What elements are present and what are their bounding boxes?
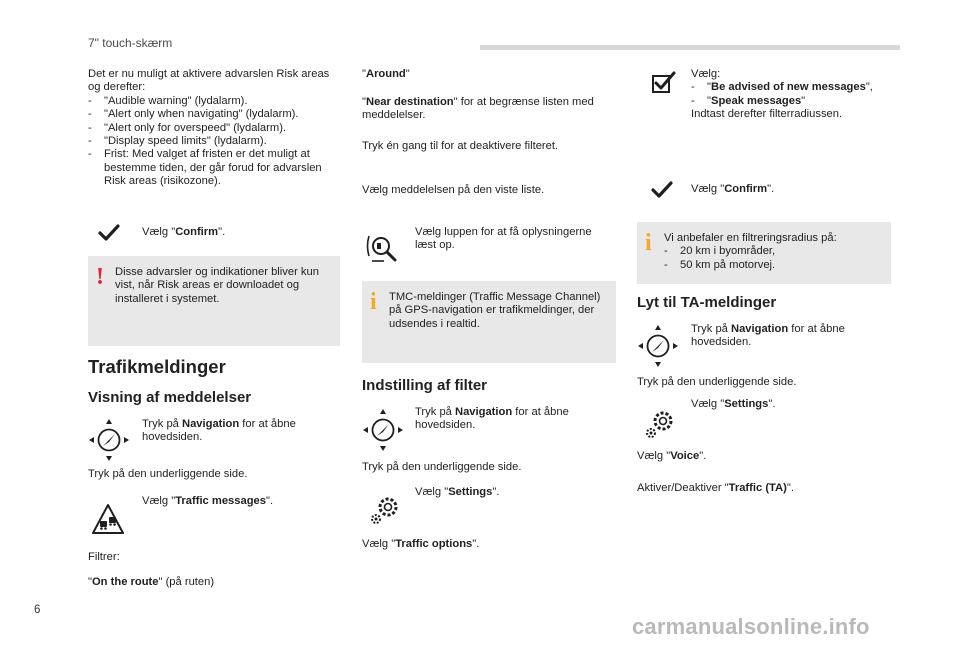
section-title-traffic: Trafikmeldinger xyxy=(88,356,226,377)
info-text: Vi anbefaler en filtreringsradius på: xyxy=(664,232,837,244)
info-text: TMC-meldinger (Traffic Message Channel) … xyxy=(389,291,601,330)
traffic-warning-icon xyxy=(90,502,126,536)
check-icon xyxy=(98,224,120,242)
settings-instruction: Vælg "Settings". xyxy=(415,486,500,498)
choose-options: Vælg: "Be advised of new messages", "Spe… xyxy=(691,68,891,122)
on-the-route-option: "On the route" (på ruten) xyxy=(88,576,215,588)
list-item: 50 km på motorvej. xyxy=(664,259,883,273)
warning-text: Disse advarsler og indikationer bliver k… xyxy=(115,266,319,305)
traffic-options-instruction: Vælg "Traffic options". xyxy=(362,538,480,550)
select-message-text: Vælg meddelelsen på den viste liste. xyxy=(362,184,545,196)
navigation-compass-icon xyxy=(362,408,404,452)
magnifier-instruction: Vælg luppen for at få oplysningerne læst… xyxy=(415,226,592,252)
settings-instruction: Vælg "Settings". xyxy=(691,398,776,410)
warning-icon: ! xyxy=(96,264,104,290)
list-item: "Speak messages" xyxy=(691,95,891,109)
info-callout-radius: i Vi anbefaler en filtreringsradius på: … xyxy=(637,222,891,284)
confirm-instruction: Vælg "Confirm". xyxy=(142,226,226,238)
radius-list: 20 km i byområder, 50 km på motorvej. xyxy=(664,245,883,272)
traffic-messages-instruction: Vælg "Traffic messages". xyxy=(142,495,274,507)
section-title-filter: Indstilling af filter xyxy=(362,377,488,394)
intro-text: Det er nu muligt at aktivere advarslen R… xyxy=(88,68,330,94)
info-icon: i xyxy=(370,289,377,315)
list-item: "Display speed limits" (lydalarm). xyxy=(88,135,338,149)
list-item: "Alert only when navigating" (lydalarm). xyxy=(88,108,338,122)
info-content: Vi anbefaler en filtreringsradius på: 20… xyxy=(664,232,883,273)
list-item: "Alert only for overspeed" (lydalarm). xyxy=(88,122,338,136)
list-item: "Be advised of new messages", xyxy=(691,81,891,95)
checkbox-check-icon xyxy=(651,70,677,94)
settings-gear-icon xyxy=(368,494,404,528)
risk-options-list: "Audible warning" (lydalarm). "Alert onl… xyxy=(88,95,338,189)
press-subpage-text: Tryk på den underliggende side. xyxy=(88,468,248,480)
navigation-instruction: Tryk på Navigation for at åbne hovedside… xyxy=(415,406,569,432)
radius-text: Indtast derefter filterradiussen. xyxy=(691,108,843,121)
page-header-title: 7" touch-skærm xyxy=(88,36,173,50)
navigation-compass-icon xyxy=(637,324,679,368)
voice-instruction: Vælg "Voice". xyxy=(637,450,707,462)
list-item: 20 km i byområder, xyxy=(664,245,883,259)
deactivate-filter-text: Tryk én gang til for at deaktivere filte… xyxy=(362,140,559,152)
section-title-ta: Lyt til TA-meldinger xyxy=(637,294,777,311)
page-number: 6 xyxy=(34,604,41,616)
warning-callout: ! Disse advarsler og indikationer bliver… xyxy=(88,256,340,346)
check-icon xyxy=(651,181,673,199)
message-options-list: "Be advised of new messages", "Speak mes… xyxy=(691,81,891,108)
traffic-ta-toggle-text: Aktiver/Deaktiver "Traffic (TA)". xyxy=(637,482,794,494)
risk-areas-intro: Det er nu muligt at aktivere advarslen R… xyxy=(88,68,338,189)
subsection-title-display: Visning af meddelelser xyxy=(88,389,252,406)
info-icon: i xyxy=(645,230,652,256)
watermark: carmanualsonline.info xyxy=(632,614,870,639)
navigation-compass-icon xyxy=(88,418,130,462)
list-item: Frist: Med valget af fristen er det muli… xyxy=(88,148,338,188)
list-item: "Audible warning" (lydalarm). xyxy=(88,95,338,109)
navigation-instruction: Tryk på Navigation for at åbne hovedside… xyxy=(142,418,296,444)
choose-label: Vælg: xyxy=(691,68,721,80)
settings-gear-icon xyxy=(643,408,679,442)
filters-label: Filtrer: xyxy=(88,551,120,563)
press-subpage-text: Tryk på den underliggende side. xyxy=(362,461,522,473)
around-option: "Around" xyxy=(362,68,410,80)
near-destination-option: "Near destination" for at begrænse liste… xyxy=(362,96,594,122)
info-callout-tmc: i TMC-meldinger (Traffic Message Channel… xyxy=(362,281,616,363)
navigation-instruction: Tryk på Navigation for at åbne hovedside… xyxy=(691,323,845,349)
speaker-magnifier-icon xyxy=(366,232,402,266)
confirm-instruction: Vælg "Confirm". xyxy=(691,183,775,195)
header-divider-bar xyxy=(480,45,900,50)
press-subpage-text: Tryk på den underliggende side. xyxy=(637,376,797,388)
